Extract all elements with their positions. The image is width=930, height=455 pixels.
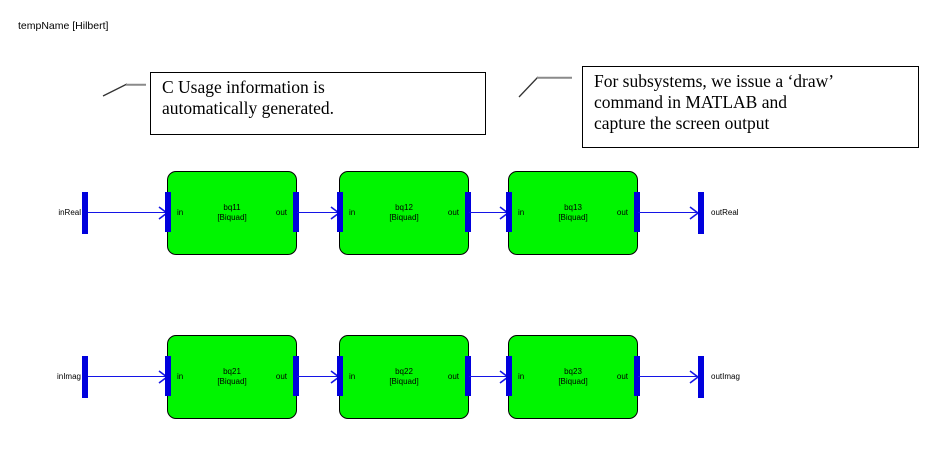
block-type-line: [Biquad] [558, 377, 588, 386]
block-name: bq11 [Biquad] [168, 203, 296, 223]
callout-text-line: C Usage information is [162, 77, 325, 97]
block-inport-bar[interactable] [337, 192, 343, 232]
signal-wire[interactable] [638, 370, 699, 384]
callout-text-line: automatically generated. [162, 98, 335, 118]
outport-label-outReal: outReal [711, 208, 739, 217]
subsystem-block-bq21[interactable]: in out bq21 [Biquad] [165, 335, 299, 419]
callout-subsystems-draw: For subsystems, we issue a ‘draw’ comman… [582, 66, 919, 148]
subsystem-block-bq23[interactable]: in out bq23 [Biquad] [506, 335, 640, 419]
block-name: bq21 [Biquad] [168, 367, 296, 387]
inport-label-inReal: inReal [58, 208, 81, 217]
block-inport-bar[interactable] [506, 356, 512, 396]
outport-label-outImag: outImag [711, 372, 740, 381]
block-name: bq23 [Biquad] [509, 367, 637, 387]
block-name-line: bq23 [564, 367, 582, 376]
block-type-line: [Biquad] [558, 213, 588, 222]
subsystem-block-bq22[interactable]: in out bq22 [Biquad] [337, 335, 471, 419]
block-outport-bar[interactable] [634, 192, 640, 232]
inport-label-inImag: inImag [56, 372, 81, 381]
block-name-line: bq22 [395, 367, 413, 376]
block-name-line: bq13 [564, 203, 582, 212]
block-outport-label: out [447, 372, 459, 381]
callout-leader-line [518, 76, 572, 98]
block-outport-label: out [447, 208, 459, 217]
block-inport-label: in [518, 372, 525, 381]
block-inport-bar[interactable] [165, 356, 171, 396]
callout-text-line: For subsystems, we issue a ‘draw’ [594, 71, 835, 91]
callout-leader-line [102, 83, 146, 97]
block-type-line: [Biquad] [389, 377, 419, 386]
block-inport-bar[interactable] [337, 356, 343, 396]
block-outport-bar[interactable] [465, 356, 471, 396]
block-type-line: [Biquad] [217, 377, 247, 386]
block-type-line: [Biquad] [217, 213, 247, 222]
block-outport-bar[interactable] [634, 356, 640, 396]
inport-inImag[interactable] [82, 356, 88, 398]
signal-wire[interactable] [297, 370, 340, 384]
block-name-line: bq11 [223, 203, 241, 212]
signal-wire[interactable] [638, 206, 699, 220]
block-outport-label: out [275, 208, 287, 217]
block-outport-bar[interactable] [293, 356, 299, 396]
page-title: tempName [Hilbert] [18, 20, 109, 32]
signal-wire[interactable] [469, 370, 509, 384]
block-inport-label: in [177, 372, 184, 381]
block-inport-label: in [177, 208, 184, 217]
signal-wire[interactable] [88, 370, 168, 384]
block-inport-label: in [349, 372, 356, 381]
outport-outReal[interactable] [698, 192, 704, 234]
outport-outImag[interactable] [698, 356, 704, 398]
subsystem-block-bq11[interactable]: in out bq11 [Biquad] [165, 171, 299, 255]
block-outport-label: out [616, 372, 628, 381]
block-name-line: bq12 [395, 203, 413, 212]
signal-wire[interactable] [469, 206, 509, 220]
callout-c-usage: C Usage information is automatically gen… [150, 72, 486, 135]
block-inport-label: in [349, 208, 356, 217]
block-name-line: bq21 [223, 367, 241, 376]
block-outport-label: out [275, 372, 287, 381]
block-type-line: [Biquad] [389, 213, 419, 222]
block-outport-bar[interactable] [293, 192, 299, 232]
block-name: bq12 [Biquad] [340, 203, 468, 223]
callout-text-line: command in MATLAB and [594, 92, 787, 112]
inport-inReal[interactable] [82, 192, 88, 234]
block-outport-label: out [616, 208, 628, 217]
signal-wire[interactable] [297, 206, 340, 220]
block-inport-label: in [518, 208, 525, 217]
subsystem-block-bq13[interactable]: in out bq13 [Biquad] [506, 171, 640, 255]
signal-wire[interactable] [88, 206, 168, 220]
block-name: bq22 [Biquad] [340, 367, 468, 387]
block-outport-bar[interactable] [465, 192, 471, 232]
callout-text-line: capture the screen output [594, 113, 770, 133]
block-name: bq13 [Biquad] [509, 203, 637, 223]
block-inport-bar[interactable] [165, 192, 171, 232]
block-inport-bar[interactable] [506, 192, 512, 232]
subsystem-block-bq12[interactable]: in out bq12 [Biquad] [337, 171, 471, 255]
